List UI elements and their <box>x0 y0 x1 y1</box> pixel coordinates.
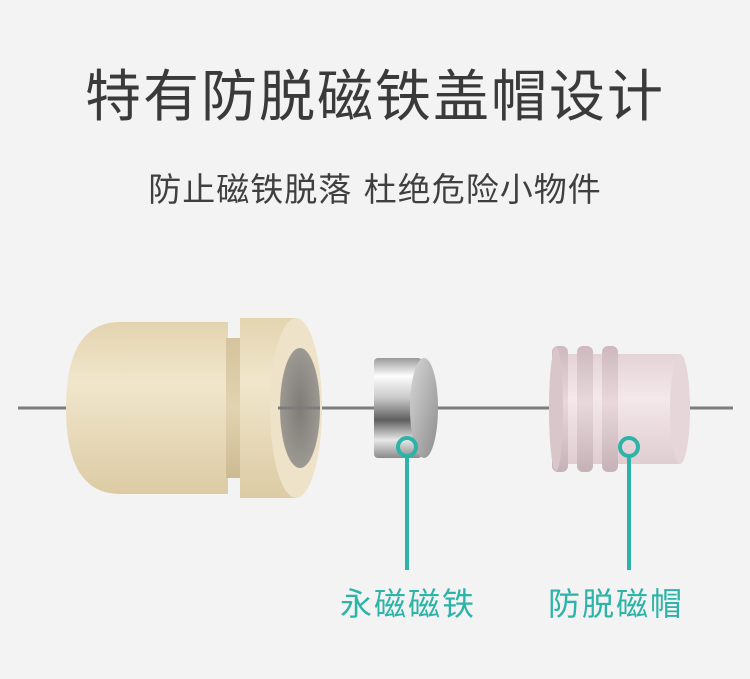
anti-drop-cap <box>549 346 690 472</box>
magnet-callout-marker <box>396 436 418 570</box>
cap-callout-marker <box>618 436 640 570</box>
magnet-label: 永磁磁铁 <box>340 585 477 623</box>
page-title: 特有防脱磁铁盖帽设计 <box>85 65 665 130</box>
magnet-disc <box>374 358 438 458</box>
wooden-knob <box>66 318 322 498</box>
cap-label: 防脱磁帽 <box>548 585 685 623</box>
page-subtitle: 防止磁铁脱落 杜绝危险小物件 <box>148 170 602 209</box>
